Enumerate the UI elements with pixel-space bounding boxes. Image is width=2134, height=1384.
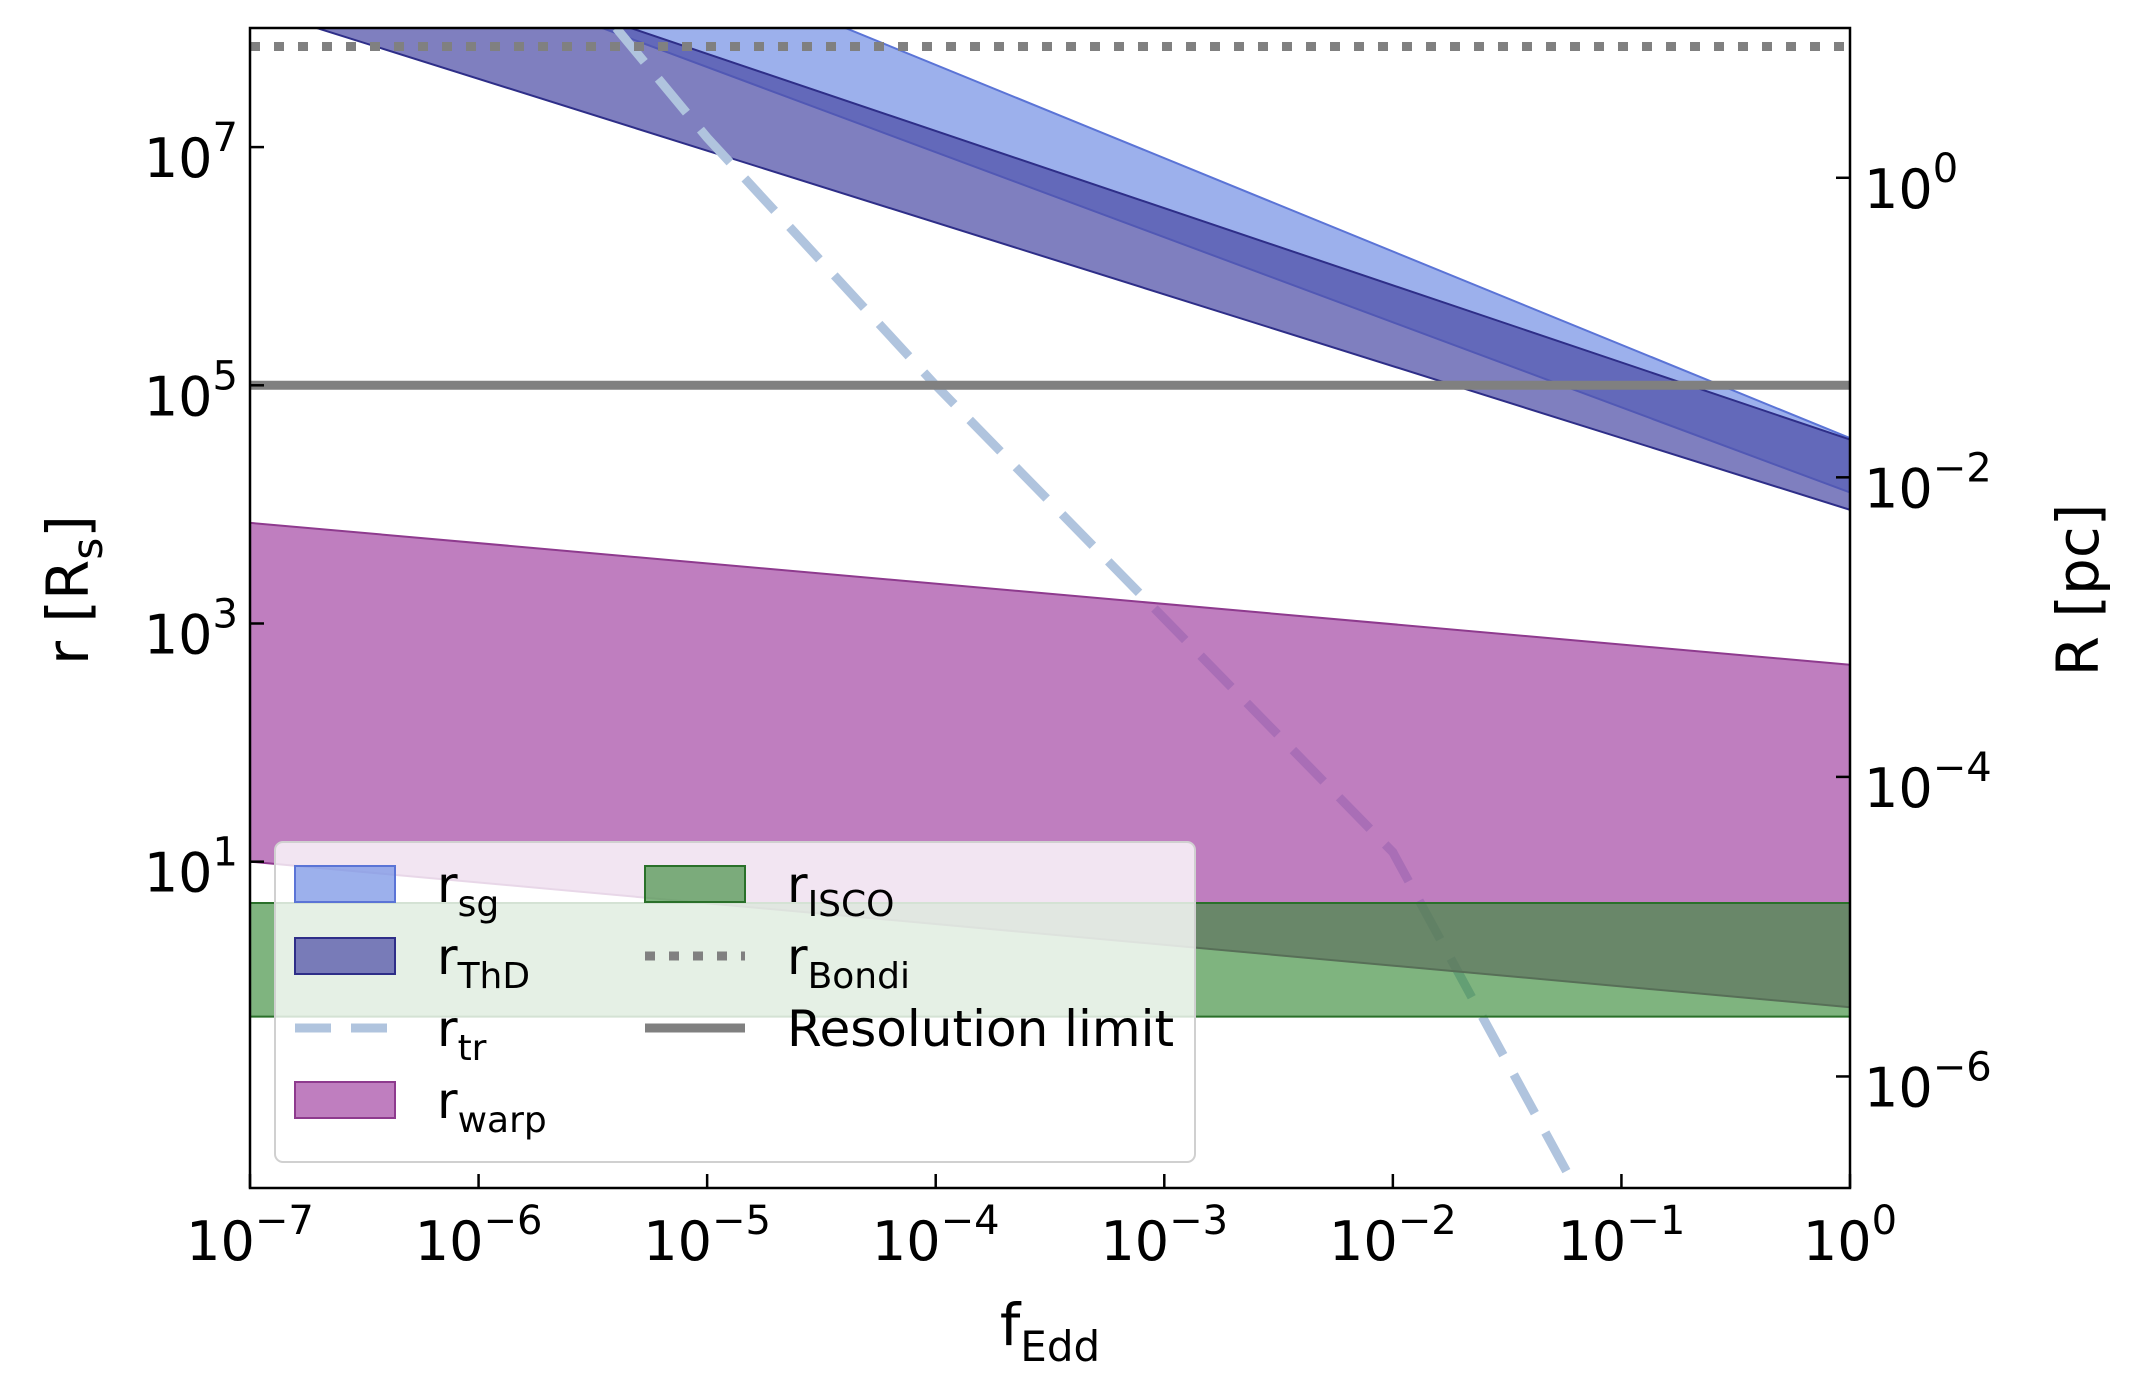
y-right-tick-label: 10−2	[1864, 445, 1992, 520]
y-tick-label: 105	[144, 353, 238, 428]
legend-item-bondi: rBondi	[645, 928, 910, 997]
y-right-tick-label: 10−6	[1864, 1044, 1992, 1119]
x-axis-label-sub: Edd	[1020, 1322, 1100, 1371]
legend-frame	[274, 841, 1196, 1163]
legend-label: rtr	[437, 1000, 487, 1069]
legend-item-resolution-limit: Resolution limit	[645, 1000, 1174, 1058]
legend-item-warp: rwarp	[294, 1072, 547, 1141]
y-right-tick-label: 100	[1864, 146, 1958, 221]
legend-label: rsg	[437, 856, 499, 925]
y-axis-left: 101 103 105 107	[144, 115, 264, 905]
legend-item-isco: rISCO	[644, 856, 895, 925]
x-tick-label: 10−1	[1558, 1198, 1686, 1273]
legend-swatch	[294, 937, 396, 975]
legend-swatch	[644, 865, 746, 903]
y-axis-right: 10−6 10−4 10−2 100	[1836, 146, 1992, 1119]
y-right-tick-label: 10−4	[1864, 745, 1992, 820]
legend-label: rBondi	[787, 928, 910, 997]
x-tick-label: 100	[1803, 1198, 1897, 1273]
series-sg-band	[599, 28, 1850, 494]
x-tick-label: 10−6	[415, 1198, 543, 1273]
legend-item-sg: rsg	[294, 856, 499, 925]
legend-label: rThD	[437, 928, 530, 997]
x-tick-label: 10−2	[1329, 1198, 1457, 1273]
y-axis-label: r [Rs]	[34, 515, 112, 665]
y-axis-right-label: R [pc]	[2044, 504, 2112, 677]
x-axis: 10−7 10−6 10−5 10−4 10−3 10−2 10−1 100	[186, 1174, 1897, 1273]
y-tick-label: 101	[144, 830, 238, 905]
x-axis-label-main: f	[1000, 1291, 1022, 1359]
legend-label: rISCO	[787, 856, 895, 925]
x-tick-label: 10−5	[643, 1198, 771, 1273]
legend-label: Resolution limit	[787, 1000, 1174, 1058]
x-tick-label: 10−3	[1100, 1198, 1228, 1273]
x-tick-label: 10−4	[872, 1198, 1000, 1273]
x-axis-label: fEdd	[1000, 1291, 1100, 1371]
plot-frame	[248, 26, 1852, 1190]
legend-swatch	[294, 1081, 396, 1119]
legend-item-thd: rThD	[294, 928, 530, 997]
legend-swatch	[294, 865, 396, 903]
x-tick-label: 10−7	[186, 1198, 314, 1273]
legend-label: rwarp	[437, 1072, 547, 1141]
y-tick-label: 107	[144, 115, 238, 190]
legend-item-tr: rtr	[295, 1000, 487, 1069]
y-axis-label-tail: ]	[34, 515, 102, 538]
y-axis-label-sub: s	[63, 538, 112, 560]
y-tick-label: 103	[144, 591, 238, 666]
y-axis-label-main: r [R	[34, 560, 102, 665]
